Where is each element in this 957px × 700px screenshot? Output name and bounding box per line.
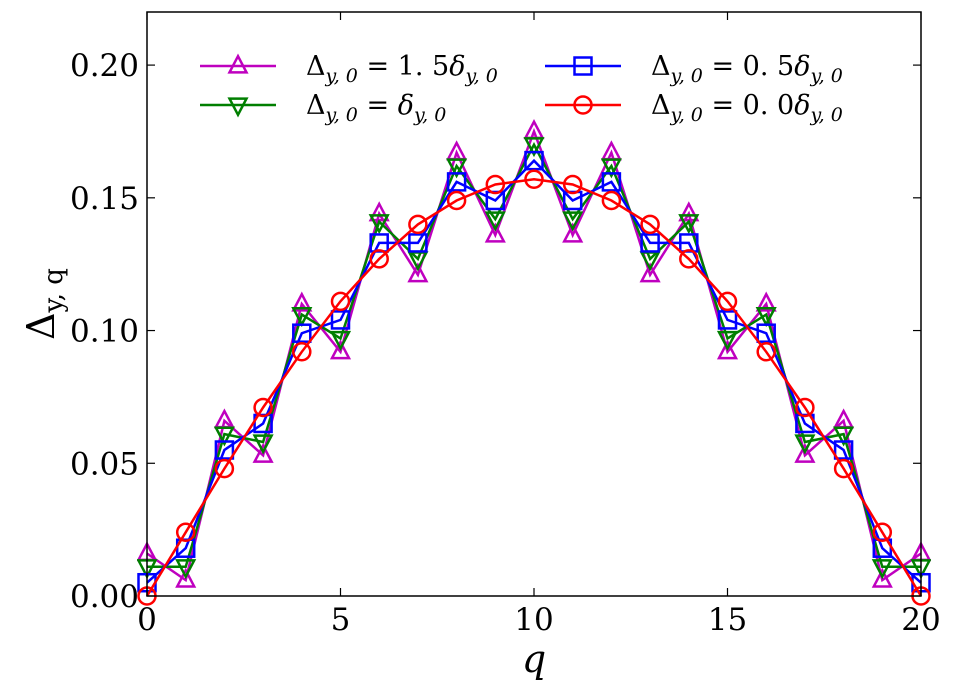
legend-item-0: Δy, 0 = 1. 5δy, 0 <box>200 51 498 87</box>
y-axis-label: Δy, q <box>19 268 69 340</box>
data-point <box>252 434 274 455</box>
data-point <box>252 442 274 463</box>
data-point <box>292 342 312 362</box>
y-tick-label: 0.10 <box>70 314 139 350</box>
data-point <box>213 426 235 447</box>
data-point <box>755 291 777 312</box>
data-point <box>756 323 776 343</box>
data-point <box>291 291 313 312</box>
series-line-0 <box>146 127 922 583</box>
series-line-3 <box>145 177 923 597</box>
legend-label: Δy, 0 = δy, 0 <box>306 90 446 126</box>
data-point <box>717 291 738 312</box>
data-point <box>794 434 816 455</box>
svg-text:Δy, q: Δy, q <box>19 268 69 340</box>
data-point <box>678 214 700 235</box>
data-point <box>833 426 855 447</box>
legend-marker <box>227 53 249 74</box>
y-tick-label: 0.20 <box>70 48 139 84</box>
data-point <box>175 522 196 543</box>
x-tick-label: 0 <box>137 602 157 638</box>
data-point <box>214 458 235 479</box>
plot-series <box>137 118 931 606</box>
data-point <box>253 397 273 418</box>
legend-label: Δy, 0 = 0. 5δy, 0 <box>651 51 843 87</box>
data-point <box>716 330 739 351</box>
axis-tick-labels: 0 5 10 15 20 0.00 0.05 0.10 0.15 0.20 <box>70 48 941 638</box>
y-tick-label: 0.05 <box>70 446 139 482</box>
data-point <box>291 306 313 328</box>
data-point <box>833 440 854 460</box>
legend-marker <box>573 56 593 76</box>
data-point <box>640 214 660 235</box>
data-point <box>175 567 197 588</box>
x-tick-label: 20 <box>901 602 940 638</box>
legend-label: Δy, 0 = 0. 0δy, 0 <box>651 90 843 126</box>
y-tick-label: 0.00 <box>70 579 139 615</box>
data-point <box>446 172 467 192</box>
y-axis-label-main: Δ <box>19 312 63 339</box>
data-point <box>562 211 584 232</box>
data-point <box>679 249 699 269</box>
data-point <box>446 190 467 211</box>
series-2 <box>137 150 931 593</box>
legend-marker <box>573 95 593 115</box>
data-point <box>716 339 739 360</box>
data-point <box>214 440 235 460</box>
data-point <box>368 214 390 235</box>
data-point <box>292 323 312 343</box>
legend: Δy, 0 = 1. 5δy, 0Δy, 0 = δy, 0 Δy, 0 = 0.… <box>200 51 843 126</box>
data-point <box>717 310 738 330</box>
legend-item-3: Δy, 0 = 0. 0δy, 0 <box>545 90 843 126</box>
data-point <box>330 291 351 312</box>
data-point <box>794 442 816 463</box>
data-point <box>871 567 893 588</box>
data-point <box>871 559 893 580</box>
data-point <box>755 306 777 328</box>
data-point <box>484 211 506 232</box>
data-point <box>446 158 468 179</box>
data-point <box>407 262 429 283</box>
data-point <box>872 522 893 543</box>
data-point <box>562 222 584 243</box>
data-point <box>562 174 583 195</box>
data-point <box>601 172 622 192</box>
axis-ticks <box>146 12 922 597</box>
data-point <box>523 137 545 158</box>
x-tick-label: 15 <box>708 602 747 638</box>
x-tick-label: 5 <box>331 602 351 638</box>
x-axis-label: q <box>522 637 546 681</box>
data-point <box>329 339 352 360</box>
legend-marker <box>227 97 249 118</box>
data-point <box>601 190 622 211</box>
data-point <box>524 150 544 171</box>
series-line-1 <box>147 141 921 569</box>
data-point <box>795 397 815 418</box>
data-point <box>640 233 660 253</box>
y-axis-label-sub: y, q <box>39 268 69 313</box>
data-point <box>600 158 622 179</box>
y-tick-label: 0.15 <box>70 181 139 217</box>
legend-item-2: Δy, 0 = 0. 5δy, 0 <box>545 51 843 87</box>
data-point <box>485 174 506 195</box>
series-line-2 <box>146 158 922 584</box>
legend-label: Δy, 0 = 1. 5δy, 0 <box>306 51 498 87</box>
data-point <box>369 249 389 269</box>
data-point <box>524 169 544 189</box>
data-point <box>484 222 506 243</box>
series-3 <box>137 169 931 606</box>
data-point <box>330 310 351 330</box>
data-point <box>756 342 776 362</box>
series-1 <box>137 137 931 580</box>
data-point <box>833 458 854 479</box>
data-point <box>329 330 352 351</box>
legend-item-1: Δy, 0 = δy, 0 <box>200 90 446 126</box>
data-point <box>639 262 661 283</box>
data-point <box>175 559 197 580</box>
data-point <box>408 214 428 235</box>
x-tick-label: 10 <box>514 602 553 638</box>
data-point <box>408 233 428 253</box>
